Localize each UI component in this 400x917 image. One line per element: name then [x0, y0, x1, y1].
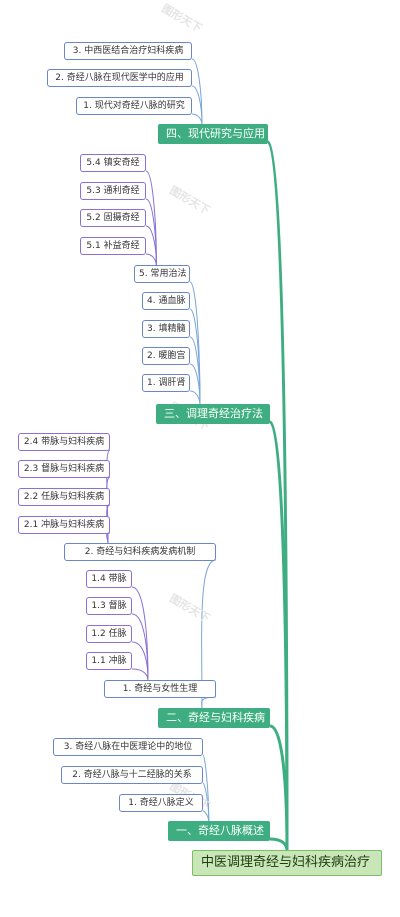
topic-node[interactable]: 1. 现代对奇经八脉的研究 — [76, 97, 192, 115]
topic-node[interactable]: 1.1 冲脉 — [86, 652, 132, 670]
topic-node[interactable]: 2. 奇经八脉与十二经脉的关系 — [61, 766, 203, 784]
topic-node[interactable]: 5.3 通利奇经 — [80, 182, 146, 200]
topic-node[interactable]: 1.4 带脉 — [86, 570, 132, 588]
section-node[interactable]: 三、调理奇经治疗法 — [156, 404, 270, 424]
topic-node[interactable]: 2. 奇经八脉在现代医学中的应用 — [47, 69, 192, 87]
connector-line — [145, 170, 157, 267]
connector-line — [145, 253, 157, 267]
topic-node[interactable]: 1.3 督脉 — [86, 597, 132, 615]
topic-node[interactable]: 2. 暖胞宫 — [142, 347, 190, 365]
topic-node[interactable]: 5.2 固摄奇经 — [80, 209, 146, 227]
connector-line — [269, 724, 289, 852]
connector-line — [202, 782, 210, 823]
section-node[interactable]: 一、奇经八脉概述 — [168, 821, 270, 841]
topic-node[interactable]: 1.2 任脉 — [86, 625, 132, 643]
connector-line — [191, 113, 203, 126]
topic-node[interactable]: 1. 奇经与女性生理 — [104, 680, 216, 698]
section-node[interactable]: 四、现代研究与应用 — [158, 124, 268, 144]
topic-node[interactable]: 5. 常用治法 — [134, 265, 190, 283]
topic-node[interactable]: 2.2 任脉与妇科疾病 — [18, 488, 110, 506]
topic-node[interactable]: 1. 奇经八脉定义 — [119, 794, 203, 812]
connector-line — [268, 420, 289, 852]
connector-line — [189, 308, 201, 406]
topic-node[interactable]: 5.1 补益奇经 — [80, 237, 146, 255]
topic-node[interactable]: 5.4 镇安奇经 — [80, 154, 146, 172]
topic-node[interactable]: 2.3 督脉与妇科疾病 — [18, 460, 110, 478]
connector-line — [202, 810, 210, 823]
connector-line — [131, 668, 149, 682]
topic-node[interactable]: 3. 奇经八脉在中医理论中的地位 — [53, 738, 203, 756]
root-node[interactable]: 中医调理奇经与妇科疾病治疗 — [192, 850, 382, 876]
topic-node[interactable]: 3. 中西医结合治疗妇科疾病 — [64, 42, 192, 60]
connector-line — [269, 837, 289, 852]
topic-node[interactable]: 1. 调肝肾 — [142, 374, 190, 392]
connector-line — [131, 586, 149, 682]
topic-node[interactable]: 2.1 冲脉与妇科疾病 — [18, 516, 110, 534]
connector-line — [191, 85, 203, 126]
topic-node[interactable]: 2.4 带脉与妇科疾病 — [18, 433, 110, 451]
connector-line — [131, 641, 149, 682]
section-node[interactable]: 二、奇经与妇科疾病 — [158, 708, 270, 728]
topic-node[interactable]: 4. 通血脉 — [142, 292, 190, 310]
connector-line — [189, 390, 201, 406]
connector-line — [189, 363, 201, 406]
connector-line — [145, 225, 157, 267]
connector-line — [266, 140, 289, 852]
topic-node[interactable]: 2. 奇经与妇科疾病发病机制 — [64, 543, 216, 561]
topic-node[interactable]: 3. 填精髓 — [142, 320, 190, 338]
connector-line — [202, 754, 210, 823]
